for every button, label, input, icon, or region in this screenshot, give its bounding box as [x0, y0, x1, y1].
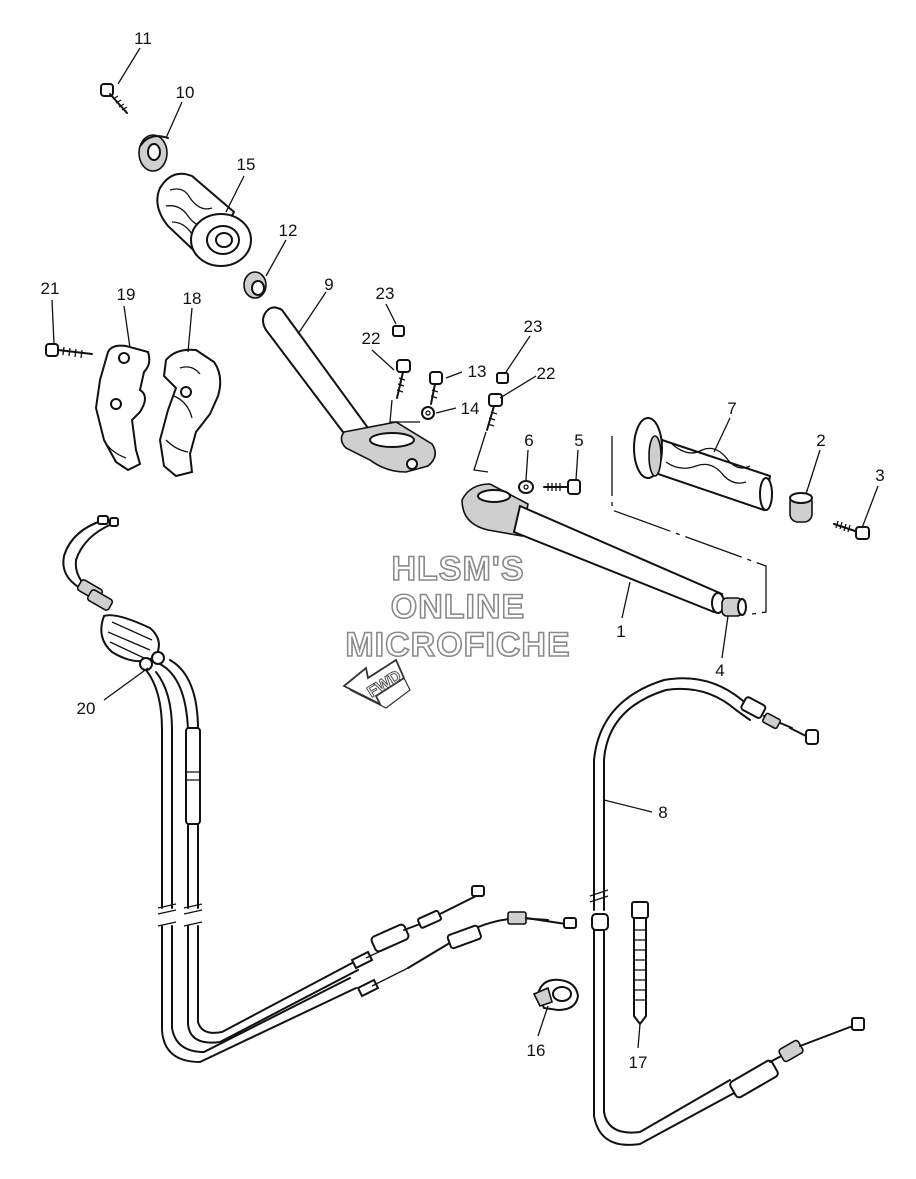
callout-23-right: 23 [524, 317, 543, 336]
part-21-screw [45, 343, 93, 359]
part-8-clutch-cable [589, 677, 865, 1146]
watermark-line-2: ONLINE [391, 588, 525, 626]
callout-13: 13 [468, 362, 487, 381]
part-12-bushing [243, 271, 267, 299]
callout-22-right: 22 [537, 364, 556, 383]
watermark-line-3: MICROFICHE [345, 626, 570, 664]
part-22-bolt-left [396, 359, 411, 399]
part-10-bar-end-weight [138, 134, 169, 172]
callout-9: 9 [324, 275, 333, 294]
part-13-bolt [429, 371, 443, 405]
callout-23-left: 23 [376, 284, 395, 303]
part-23-nut-left [392, 325, 405, 337]
part-5-bolt [543, 479, 581, 495]
part-7-grip [633, 417, 773, 512]
callout-4: 4 [715, 661, 724, 680]
callouts: 11 10 15 12 9 23 22 13 14 23 22 6 5 7 2 … [41, 29, 885, 1072]
callout-16: 16 [527, 1041, 546, 1060]
part-6-washer [518, 480, 534, 494]
watermark: HLSM'S ONLINE MICROFICHE [345, 549, 571, 665]
callout-19: 19 [117, 285, 136, 304]
callout-15: 15 [237, 155, 256, 174]
part-23-nut-right [496, 372, 509, 384]
callout-21: 21 [41, 279, 60, 298]
part-17-cable-tie [631, 901, 649, 1026]
callout-17: 17 [629, 1053, 648, 1072]
watermark-line-1: HLSM'S [391, 550, 524, 588]
part-3-bolt [833, 520, 870, 540]
callout-14: 14 [461, 399, 480, 418]
part-20-throttle-cables [62, 515, 577, 1063]
callout-6: 6 [524, 431, 533, 450]
callout-3: 3 [875, 466, 884, 485]
callout-5: 5 [574, 431, 583, 450]
callout-11: 11 [134, 29, 152, 48]
part-19-throttle-housing [94, 344, 151, 472]
part-4-bushing [721, 597, 747, 617]
part-18-throttle-housing [158, 348, 222, 478]
callout-22-left: 22 [362, 329, 381, 348]
callout-20: 20 [77, 699, 96, 718]
callout-1: 1 [616, 622, 625, 641]
part-14-washer [421, 406, 435, 420]
part-11-bolt [100, 83, 128, 114]
callout-8: 8 [658, 803, 667, 822]
callout-10: 10 [176, 83, 195, 102]
part-15-throttle-grip [156, 172, 252, 267]
part-9-left-handlebar [262, 306, 436, 473]
leader-lines [51, 47, 879, 1049]
part-2-bar-end-weight [789, 492, 813, 523]
callout-18: 18 [183, 289, 202, 308]
callout-7: 7 [727, 399, 736, 418]
part-1-right-handlebar [461, 483, 725, 614]
part-16-cable-clamp [532, 978, 580, 1012]
callout-2: 2 [816, 431, 825, 450]
callout-12: 12 [279, 221, 298, 240]
fwd-arrow: FWD [342, 658, 411, 709]
part-22-bolt-right [486, 393, 503, 431]
